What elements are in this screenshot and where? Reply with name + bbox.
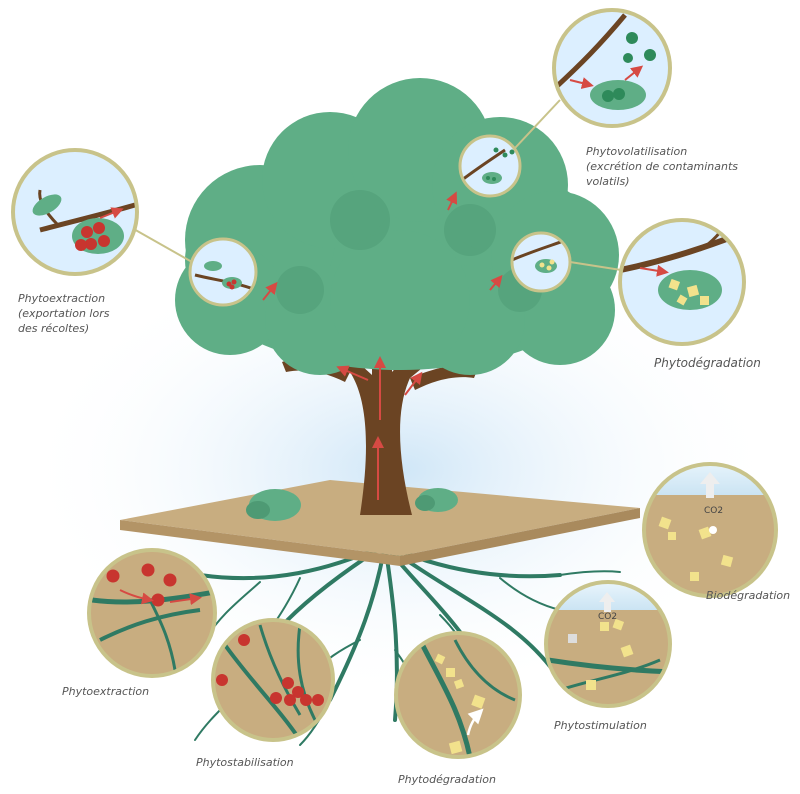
label-phytoextraction-leaf: Phytoextraction (exportation lors des ré… — [18, 291, 109, 336]
circle-phytostabilisation — [211, 618, 335, 742]
canopy-inset-extraction — [188, 237, 258, 307]
uptake-arrows — [262, 191, 503, 500]
co2-label-biodegradation: CO2 — [704, 506, 724, 516]
bush-right — [415, 488, 458, 512]
circle-phytodegradation-root — [394, 631, 522, 759]
tree-canopy — [175, 78, 619, 375]
circle-phytoextraction-root — [87, 548, 217, 678]
connector-lines — [131, 99, 622, 271]
label-phytodegradation-leaf: Phytodégradation — [654, 356, 761, 370]
label-sub1: (exportation lors — [18, 307, 110, 320]
label-phytostimulation: Phytostimulation — [554, 719, 647, 732]
co2-label-phytostimulation: CO2 — [598, 612, 618, 622]
bush-left — [246, 489, 301, 521]
label-phytostabilisation: Phytostabilisation — [196, 756, 294, 769]
label-sub2: des récoltes) — [18, 322, 90, 335]
soil-surface — [120, 480, 640, 556]
label-phytovolatilisation: Phytovolatilisation (excrétion de contam… — [586, 144, 738, 189]
label-phytodegradation-root: Phytodégradation — [398, 773, 496, 786]
circle-phytovolatilisation — [552, 8, 672, 128]
circle-phytodegradation-leaf — [618, 218, 746, 346]
circle-phytoextraction-leaf — [11, 148, 139, 276]
label-title: Phytoextraction — [18, 292, 106, 305]
canopy-inset-degradation — [510, 231, 572, 293]
label-phytoextraction-root: Phytoextraction — [62, 685, 150, 698]
label-sub1: (excrétion de contaminants — [586, 160, 739, 173]
label-title: Phytovolatilisation — [586, 145, 688, 158]
label-biodegradation: Biodégradation — [706, 589, 791, 602]
circle-phytostimulation — [544, 580, 672, 708]
label-sub2: volatils) — [586, 175, 630, 188]
canopy-inset-volatilisation — [458, 134, 522, 198]
